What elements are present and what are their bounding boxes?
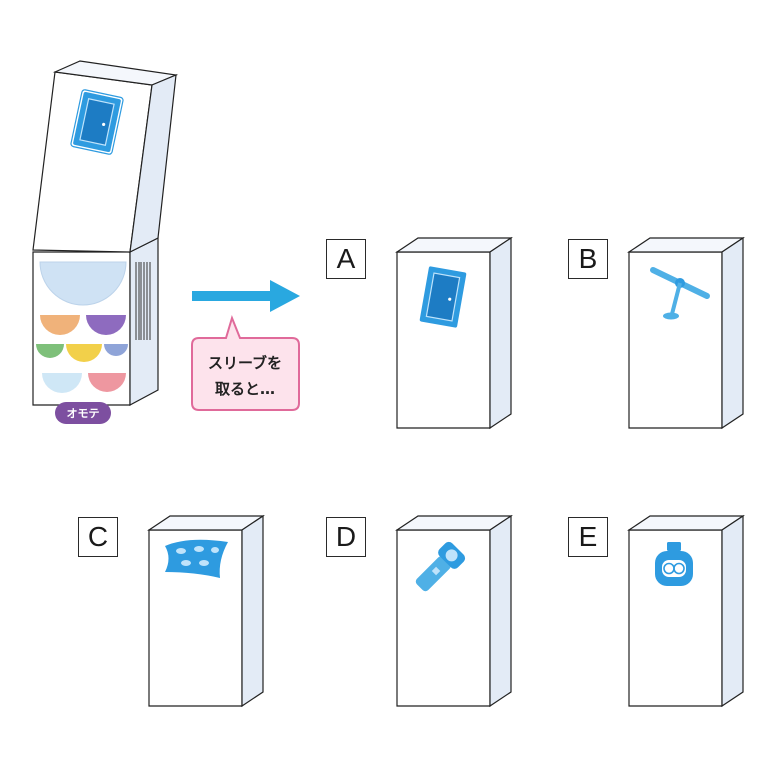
option-box-c[interactable] — [147, 514, 265, 708]
option-box-d[interactable] — [395, 514, 513, 708]
option-label-e: E — [568, 517, 608, 557]
option-label-a: A — [326, 239, 366, 279]
propeller-icon — [650, 267, 710, 320]
front-tag: オモテ — [55, 402, 111, 424]
product-box-with-sleeve: オモテ — [32, 60, 179, 424]
svg-text:オモテ: オモテ — [67, 407, 100, 420]
option-label-b: B — [568, 239, 608, 279]
option-box-e[interactable] — [627, 514, 745, 708]
bottle-icon — [655, 542, 693, 586]
sleeve — [32, 60, 179, 254]
barcode — [135, 262, 151, 340]
right-arrow — [192, 280, 300, 312]
option-label-c: C — [78, 517, 118, 557]
svg-text:取ると…: 取ると… — [215, 380, 275, 398]
door-icon — [70, 89, 124, 155]
patterned-cloth-icon — [165, 539, 228, 578]
speech-bubble: スリーブを 取ると… — [191, 314, 300, 411]
option-box-a[interactable] — [395, 236, 513, 430]
svg-text:スリーブを: スリーブを — [208, 354, 282, 372]
option-label-d: D — [326, 517, 366, 557]
door-icon — [419, 266, 467, 328]
inner-box — [32, 237, 159, 407]
half-moon-pattern — [36, 261, 128, 393]
flashlight-icon — [415, 541, 466, 592]
option-box-b[interactable] — [627, 236, 745, 430]
